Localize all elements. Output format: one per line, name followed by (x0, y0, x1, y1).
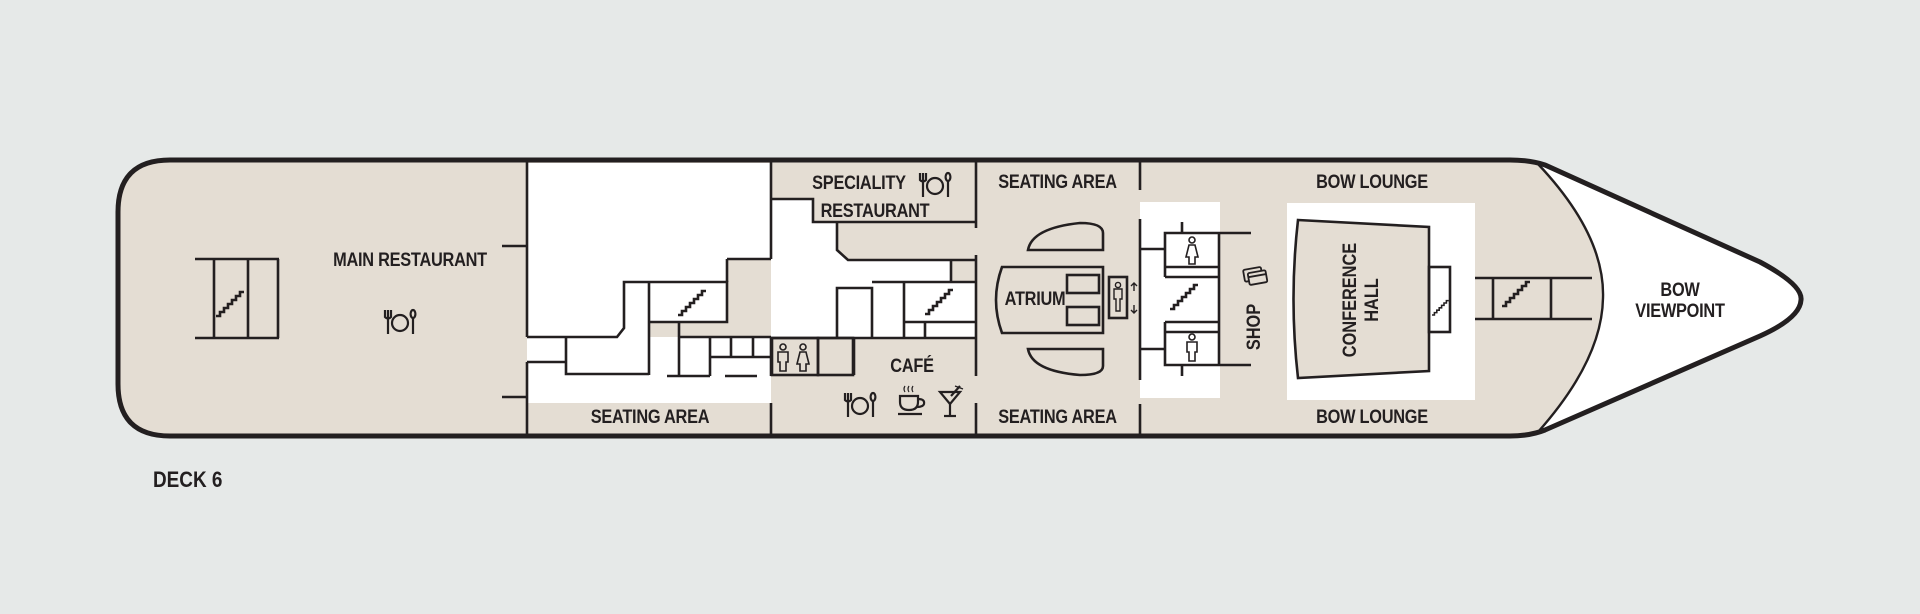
conference-hall-line1: CONFERENCE (1340, 242, 1361, 358)
coffee-cup-icon (898, 385, 926, 416)
seating-area-aft-label[interactable]: SEATING AREA (590, 407, 710, 428)
deck-label: DECK 6 (153, 467, 223, 492)
conference-hall-line2: HALL (1362, 278, 1383, 322)
speciality-label-line1[interactable]: SPECIALITY (812, 173, 906, 194)
seating-area-mid-top-label[interactable]: SEATING AREA (998, 172, 1117, 193)
speciality-label-line2[interactable]: RESTAURANT (820, 201, 930, 222)
shop-label[interactable]: SHOP (1244, 303, 1265, 351)
seating-area-mid-bottom-label[interactable]: SEATING AREA (998, 407, 1117, 428)
bow-viewpoint-line2: VIEWPOINT (1635, 301, 1725, 322)
up-down-arrows-icon (1130, 282, 1138, 314)
walls (195, 160, 1605, 436)
bow-viewpoint-label[interactable]: BOW VIEWPOINT (1628, 280, 1731, 322)
bow-viewpoint-line1: BOW (1660, 280, 1700, 301)
dining-icon (843, 391, 877, 417)
bow-lounge-bottom-label[interactable]: BOW LOUNGE (1316, 407, 1428, 428)
hull-outline (115, 157, 1804, 439)
elevator-icon (1113, 281, 1123, 312)
cafe-label[interactable]: CAFÉ (890, 356, 934, 377)
cocktail-icon (937, 385, 964, 418)
atrium-label[interactable]: ATRIUM (1004, 289, 1066, 310)
male-restroom-icon (1186, 333, 1198, 362)
conference-hall-label[interactable]: CONFERENCE HALL (1340, 240, 1384, 360)
dining-icon (383, 308, 417, 334)
service-areas (527, 163, 1802, 432)
restroom-icon (777, 343, 811, 372)
main-restaurant-label[interactable]: MAIN RESTAURANT (333, 250, 487, 271)
female-restroom-icon (1184, 236, 1200, 265)
credit-cards-icon (1242, 266, 1269, 286)
bow-lounge-top-label[interactable]: BOW LOUNGE (1316, 172, 1428, 193)
dining-icon (918, 171, 952, 197)
